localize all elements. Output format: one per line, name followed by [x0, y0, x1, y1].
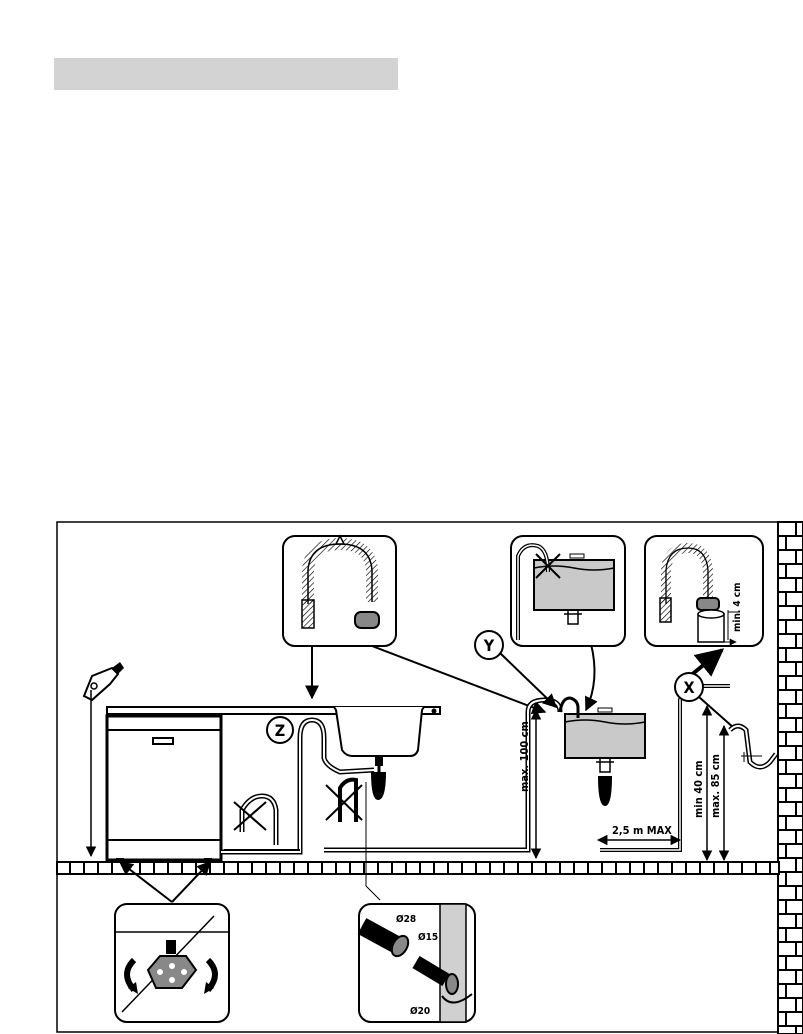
siphon-icon: [728, 723, 778, 770]
dishwasher-icon: [105, 714, 223, 863]
section-title-bar: [54, 58, 398, 90]
level-foot-icon: [114, 903, 230, 1023]
circle-z: Z: [266, 716, 294, 744]
svg-text:Y: Y: [483, 636, 495, 655]
max-100-label: max. 100 cm: [518, 721, 531, 792]
max-2-5m-label: 2,5 m MAX: [612, 824, 672, 837]
sink-icon: [333, 706, 425, 800]
hose-clamp-icon: Ø28 Ø15 Ø20: [357, 903, 476, 1023]
floor: [56, 861, 780, 875]
forbidden-cross-icon: [233, 793, 279, 845]
d20-label: Ø20: [410, 1005, 430, 1017]
countertop: [106, 706, 441, 715]
sink-overflow-callout: [510, 535, 626, 647]
min-4cm-label: min. 4 cm: [732, 582, 743, 632]
forbidden-cross-icon: [325, 777, 363, 822]
brick-wall: [777, 521, 803, 1034]
min-40cm-label: min 40 cm: [692, 760, 705, 818]
hand-pointer-icon: [82, 662, 124, 702]
rotate-arrow-icon: [204, 957, 218, 994]
d28-label: Ø28: [396, 913, 416, 925]
sink-icon: [564, 707, 646, 806]
circle-y: Y: [474, 630, 504, 660]
drain-installation-diagram: Z max. 100 cm Y: [0, 500, 803, 1034]
svg-text:X: X: [683, 678, 694, 697]
svg-text:Z: Z: [275, 721, 285, 740]
hose-bend-callout: [282, 534, 397, 647]
circle-x: X: [674, 672, 704, 702]
min-height-callout: min. 4 cm: [644, 535, 764, 647]
rotate-arrow-icon: [124, 957, 138, 994]
d15-label: Ø15: [418, 931, 438, 943]
max-85cm-label: max. 85 cm: [709, 754, 722, 818]
